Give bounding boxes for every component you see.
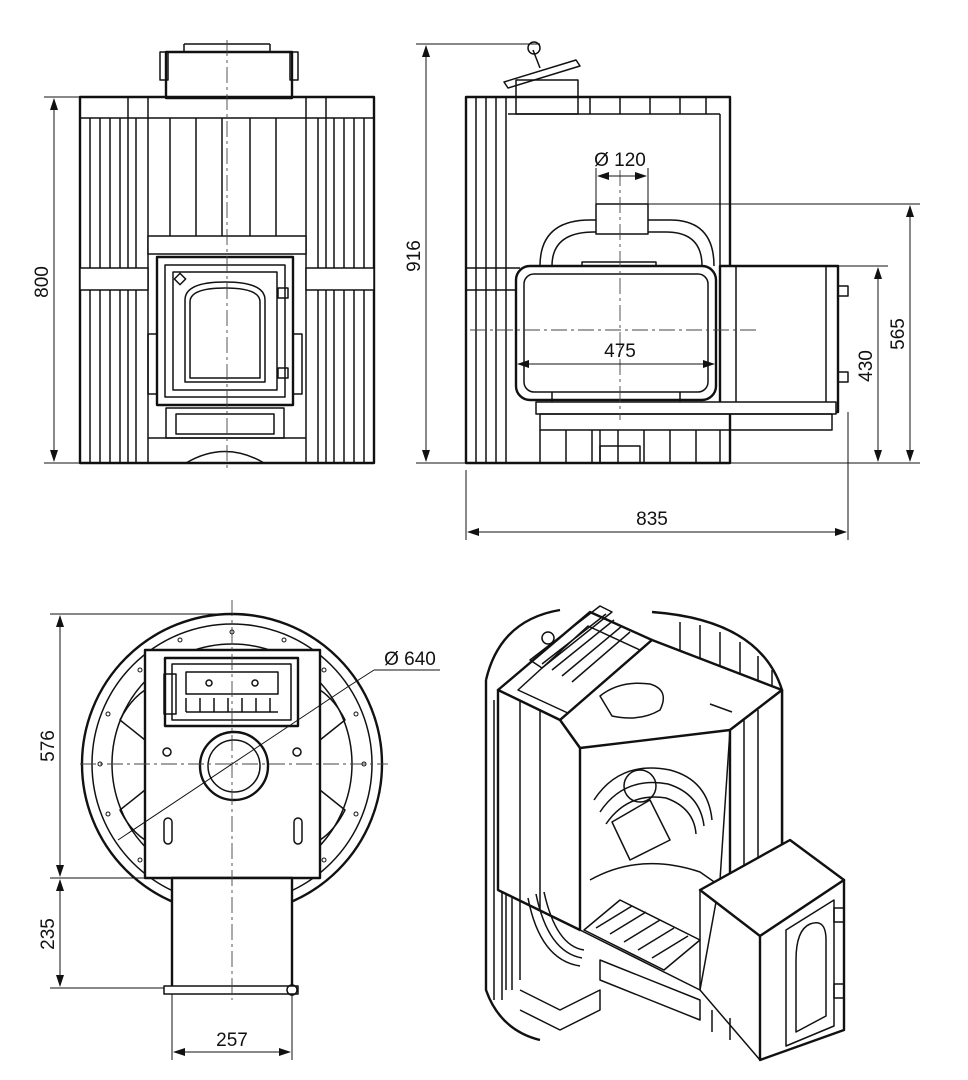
dim-flue-diameter: Ø 120 [594,150,649,206]
dim-label-576: 576 [38,730,59,762]
side-view: 916 Ø 120 475 835 565 [404,41,920,540]
dim-label-430: 430 [856,350,877,382]
dim-label-800: 800 [32,266,53,298]
dim-body-depth: 576 [38,613,232,879]
dim-tunnel-width: 257 [171,994,293,1060]
dim-label-835: 835 [636,509,668,530]
dim-label-235: 235 [38,918,59,950]
dim-tunnel-length: 235 [38,879,164,989]
top-view: Ø 640 576 235 257 [38,600,440,1060]
dim-label-d120: Ø 120 [594,150,646,171]
dim-label-475: 475 [604,341,636,362]
dim-flue-height: 565 [648,203,920,464]
dim-door-tunnel-height: 430 [838,265,888,462]
top-rivets [97,629,367,863]
dim-firebox-depth: 475 [517,341,715,368]
cutaway-view [484,605,846,1062]
cutaway-grate [583,899,701,971]
dim-label-565: 565 [888,318,909,350]
dim-label-d640: Ø 640 [384,649,436,670]
front-door [147,255,303,407]
dim-body-diameter: Ø 640 [345,649,440,689]
dim-total-height: 916 [404,43,540,464]
dim-total-depth: 835 [465,412,849,540]
dim-label-916: 916 [404,240,425,272]
front-view: 800 [32,40,376,470]
dim-front-height: 800 [32,96,80,464]
dim-label-257: 257 [216,1030,248,1051]
